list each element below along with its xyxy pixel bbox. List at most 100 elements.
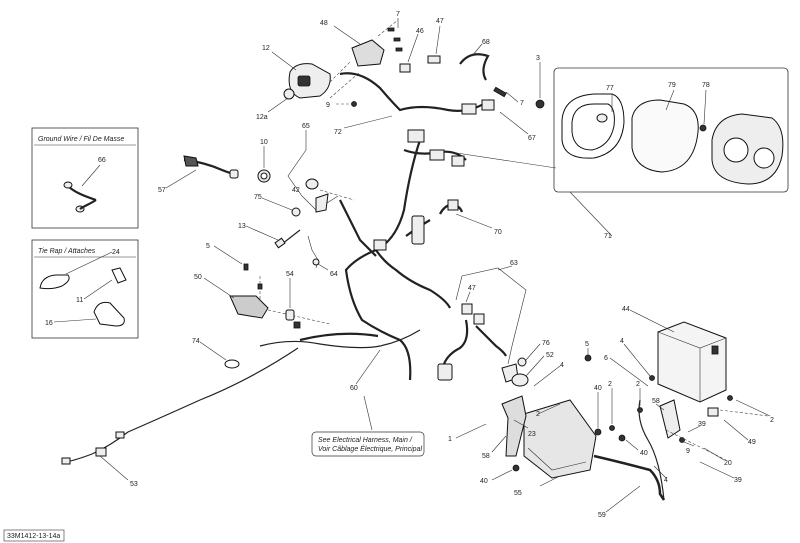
part-number: 74 xyxy=(192,338,200,345)
part-number: 63 xyxy=(510,260,518,267)
part-number: 40 xyxy=(640,450,648,457)
part-number: 71 xyxy=(604,233,612,240)
part-number: 9 xyxy=(686,448,690,455)
tray-part xyxy=(523,399,597,479)
part-75: 75 xyxy=(254,194,301,217)
wire-53 xyxy=(65,347,299,463)
ground-wire-inset-frame xyxy=(31,127,139,229)
part-number: 58 xyxy=(652,398,660,405)
part-number: 6 xyxy=(604,355,608,362)
part-number: 60 xyxy=(350,385,358,392)
part-number: 12a xyxy=(256,114,268,121)
part-number: 20 xyxy=(724,460,732,467)
part-number: 78 xyxy=(702,82,710,89)
part-number: 75 xyxy=(254,194,262,201)
part-number: 57 xyxy=(158,187,166,194)
part-number: 77 xyxy=(606,85,614,92)
connector-70: 70 xyxy=(439,199,502,236)
battery-part xyxy=(657,321,727,403)
gauge-cluster-group: 77 79 78 71 xyxy=(449,67,789,240)
part-number: 47 xyxy=(468,285,476,292)
relay-group: 76 52 5 4 xyxy=(511,340,592,387)
part-number: 3 xyxy=(536,55,540,62)
part-number: 72 xyxy=(334,129,342,136)
part-number: 66 xyxy=(98,157,106,164)
part-number: 59 xyxy=(598,512,606,519)
part-number: 7 xyxy=(520,100,524,107)
washer-74: 74 xyxy=(192,338,240,369)
part-number: 67 xyxy=(528,135,536,142)
part-number: 2 xyxy=(636,381,640,388)
part-number: 44 xyxy=(622,306,630,313)
part-number: 58 xyxy=(482,453,490,460)
switch-housing-group: 12 12a 48 xyxy=(256,20,385,121)
strap-part xyxy=(593,454,666,501)
fastener-54: 54 xyxy=(285,271,301,329)
part-number: 10 xyxy=(260,139,268,146)
part-number: 39 xyxy=(734,477,742,484)
bracket-58-part xyxy=(501,395,527,457)
document-code-text: 33M1412-13-14a xyxy=(7,533,60,540)
part-number: 4 xyxy=(620,338,624,345)
part-number: 5 xyxy=(585,341,589,348)
clip-64: 64 xyxy=(307,235,338,278)
part-number: 4 xyxy=(560,362,564,369)
note-frame xyxy=(311,431,425,457)
part-number: 76 xyxy=(542,340,550,347)
part-number: 9 xyxy=(326,102,330,109)
battery-tray-55: 40 58 1 23 55 2 xyxy=(448,395,597,497)
part-number: 5 xyxy=(206,243,210,250)
part-number: 47 xyxy=(436,18,444,25)
part-number: 40 xyxy=(480,478,488,485)
part-number: 70 xyxy=(494,229,502,236)
tie-rap-large xyxy=(39,274,70,290)
extension-wire-53: 53 xyxy=(61,347,299,488)
part-number: 54 xyxy=(286,271,294,278)
tie-rap-inset-title: Tie Rap / Attaches xyxy=(38,248,96,255)
part-number: 79 xyxy=(668,82,676,89)
part-number: 65 xyxy=(302,123,310,130)
part-number: 2 xyxy=(770,417,774,424)
bracket-50-group: 5 50 xyxy=(194,243,331,325)
note-line-1: See Electrical Harness, Main / xyxy=(318,437,413,444)
part-number: 11 xyxy=(76,297,83,304)
part-number: 49 xyxy=(748,439,756,446)
ground-wire-inset: Ground Wire / Fil De Masse 66 xyxy=(31,127,139,229)
part-number: 4 xyxy=(664,477,668,484)
tie-rap-inset: Tie Rap / Attaches 24 11 16 xyxy=(31,239,139,339)
upper-harness-wire xyxy=(339,72,491,112)
bracket-part xyxy=(351,39,385,67)
main-harness: 68 67 72 60 xyxy=(259,39,536,431)
fasteners-top: 7 46 47 9 7 3 xyxy=(326,11,545,109)
tie-rap-small xyxy=(111,267,127,284)
part-number: 1 xyxy=(448,436,452,443)
strap-59: 59 4 xyxy=(593,399,668,519)
part-number: 24 xyxy=(112,249,120,256)
connector-57: 57 xyxy=(158,155,239,194)
part-number: 53 xyxy=(130,481,138,488)
part-number: 48 xyxy=(320,20,328,27)
note-line-2: Voir Câblage Électrique, Principal xyxy=(318,444,422,453)
part-number: 13 xyxy=(238,223,246,230)
part-number: 2 xyxy=(608,381,612,388)
bracket-50-part xyxy=(229,295,269,319)
lens-part xyxy=(631,99,699,173)
part-number: 52 xyxy=(546,352,554,359)
part-number: 39 xyxy=(698,421,706,428)
fasteners-right: 40 2 40 2 58 9 39 20 39 49 2 xyxy=(594,381,774,484)
bracket-65-group: 65 42 xyxy=(287,123,355,213)
electrical-harness-note: See Electrical Harness, Main / Voir Câbl… xyxy=(311,431,425,457)
ground-wire-inset-title: Ground Wire / Fil De Masse xyxy=(38,136,124,143)
part-number: 46 xyxy=(416,28,424,35)
grommet-10: 10 xyxy=(257,139,271,183)
part-number: 68 xyxy=(482,39,490,46)
part-number: 16 xyxy=(45,320,53,327)
part-number: 7 xyxy=(396,11,400,18)
sensor-13: 13 xyxy=(238,223,301,249)
part-number: 55 xyxy=(514,490,522,497)
part-number: 42 xyxy=(292,187,300,194)
battery-44: 44 4 6 xyxy=(604,306,727,403)
part-number: 23 xyxy=(528,431,536,438)
